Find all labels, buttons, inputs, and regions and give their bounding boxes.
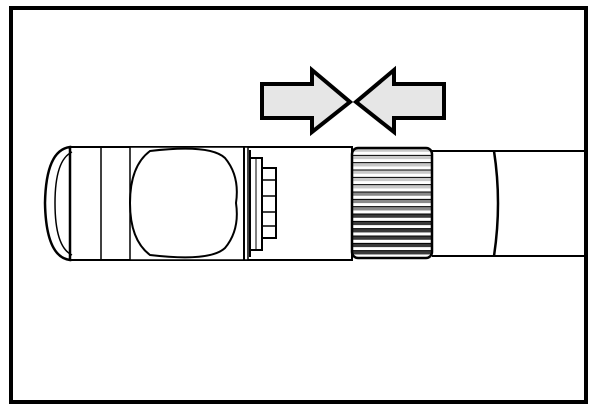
arrows-pointing-together-icon xyxy=(260,65,446,137)
ring-ridge xyxy=(352,228,432,233)
lens-end-cap xyxy=(43,145,72,262)
ring-ridge xyxy=(352,170,432,174)
side-button xyxy=(128,147,238,259)
ring-ridge xyxy=(352,148,432,152)
borescope-probe-tip-icon xyxy=(43,145,353,262)
ring-ridges xyxy=(352,148,432,258)
knurled-locking-ring-icon xyxy=(350,146,434,260)
ring-ridge xyxy=(352,250,432,255)
ring-ridge xyxy=(352,184,432,189)
cable-tube xyxy=(432,150,584,257)
ring-ridge xyxy=(352,162,432,167)
ring-ridge xyxy=(352,192,432,196)
ring-ridge xyxy=(352,177,432,182)
ring-ridge xyxy=(352,236,432,240)
ring-ridge xyxy=(352,221,432,226)
left-arrow-icon xyxy=(260,65,354,137)
ring-ridge xyxy=(352,214,432,218)
right-arrow-icon xyxy=(352,65,446,137)
ring-ridge xyxy=(352,155,432,160)
ring-ridge xyxy=(352,206,432,211)
ring-ridge xyxy=(352,243,432,248)
ring-ridge xyxy=(352,199,432,204)
hex-connector xyxy=(243,147,277,260)
